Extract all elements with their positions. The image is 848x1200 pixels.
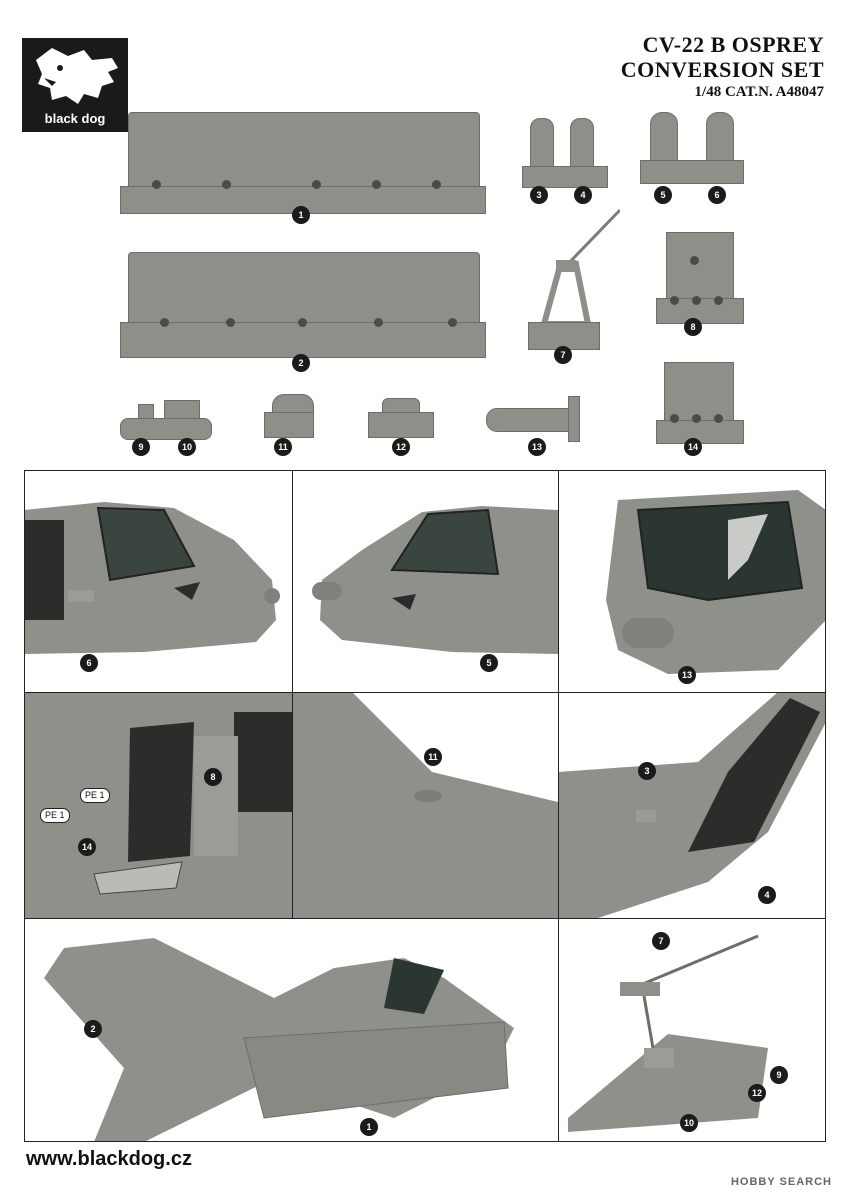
- part-badge: 2: [292, 354, 310, 372]
- photo-badge: 1: [360, 1118, 378, 1136]
- photo-badge: 11: [424, 748, 442, 766]
- photo-badge: 5: [480, 654, 498, 672]
- photo-badge: 3: [638, 762, 656, 780]
- part-badge: 9: [132, 438, 150, 456]
- photo-wing: 2 1: [24, 918, 558, 1142]
- title-line-2: CONVERSION SET: [620, 57, 824, 82]
- photo-nose-front: 13: [558, 470, 826, 692]
- part-badge: 6: [708, 186, 726, 204]
- photo-badge: 10: [680, 1114, 698, 1132]
- part-badge: 8: [684, 318, 702, 336]
- photo-gun: 7 9 12 10: [558, 918, 826, 1142]
- photo-badge: 7: [652, 932, 670, 950]
- photo-tail: 3 4: [558, 692, 826, 918]
- page-title: CV-22 B OSPREY CONVERSION SET 1/48 CAT.N…: [621, 32, 824, 102]
- title-line-3: 1/48 CAT.N. A48047: [694, 84, 824, 100]
- photo-badge: 12: [748, 1084, 766, 1102]
- photo-badge: 4: [758, 886, 776, 904]
- photo-badge: 8: [204, 768, 222, 786]
- part-badge: 7: [554, 346, 572, 364]
- photo-badge: 14: [78, 838, 96, 856]
- part-badge: 13: [528, 438, 546, 456]
- photo-badge: 2: [84, 1020, 102, 1038]
- photo-fairing: 11: [292, 692, 558, 918]
- photo-badge: 13: [678, 666, 696, 684]
- photo-nose-right: 5: [292, 470, 558, 692]
- website-link[interactable]: www.blackdog.cz: [26, 1148, 192, 1170]
- grid-divider: [24, 918, 826, 919]
- photo-nose-left: 6: [24, 470, 292, 692]
- pe-label: PE 1: [40, 808, 70, 823]
- grid-divider: [558, 470, 559, 1142]
- watermark: HOBBY SEARCH: [730, 1176, 832, 1188]
- dog-icon: [36, 48, 118, 104]
- grid-divider: [292, 470, 293, 918]
- part-badge: 14: [684, 438, 702, 456]
- part-badge: 4: [574, 186, 592, 204]
- part-badge: 11: [274, 438, 292, 456]
- pe-label: PE 1: [80, 788, 110, 803]
- part-badge: 12: [392, 438, 410, 456]
- photo-cabin: PE 1 PE 1 14 8: [24, 692, 292, 918]
- part-badge: 5: [654, 186, 672, 204]
- grid-divider: [24, 692, 826, 693]
- photo-badge: 6: [80, 654, 98, 672]
- part-badge: 3: [530, 186, 548, 204]
- photo-badge: 9: [770, 1066, 788, 1084]
- part-badge: 1: [292, 206, 310, 224]
- part-badge: 10: [178, 438, 196, 456]
- logo-text: black dog: [44, 111, 106, 126]
- title-line-1: CV-22 B OSPREY: [642, 32, 824, 57]
- black-dog-logo: black dog: [22, 38, 128, 132]
